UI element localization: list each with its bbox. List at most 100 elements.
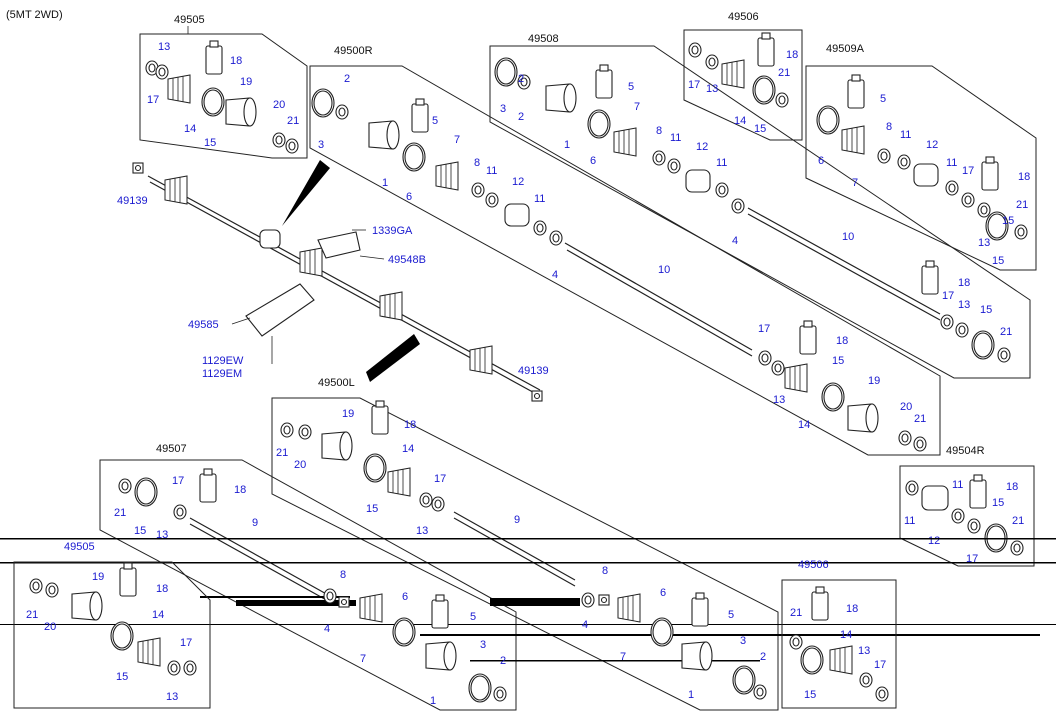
callout-12: 12 — [512, 176, 524, 188]
callout-11c: 11 — [670, 132, 681, 144]
callout-15m: 15 — [116, 671, 128, 683]
callout-15j: 15 — [992, 497, 1004, 509]
callout-4: 4 — [552, 269, 558, 281]
callout-2: 2 — [344, 73, 350, 85]
callout-9i: 9 — [252, 517, 258, 529]
callout-13f: 13 — [978, 237, 990, 249]
callout-13m: 13 — [166, 691, 178, 703]
callout-21h: 21 — [276, 447, 288, 459]
callout-1c: 1 — [564, 139, 570, 151]
callout-1339GA: 1339GA — [372, 225, 413, 237]
group-label-49507: 49507 — [156, 443, 187, 455]
callout-3n: 3 — [480, 639, 486, 651]
callout-15g: 15 — [992, 255, 1004, 267]
callout-10: 10 — [658, 264, 670, 276]
callout-2n: 2 — [500, 655, 506, 667]
callout-20b: 20 — [900, 401, 912, 413]
callout-17b: 17 — [758, 323, 770, 335]
callout-15b: 15 — [832, 355, 844, 367]
callout-12j: 12 — [928, 535, 940, 547]
callout-1: 1 — [382, 177, 388, 189]
callout-13h: 13 — [416, 525, 428, 537]
callout-6n: 6 — [402, 591, 408, 603]
callout-2c: 2 — [518, 73, 524, 85]
callout-4n: 4 — [324, 623, 330, 635]
callout-14: 14 — [184, 123, 196, 135]
callout-5c: 5 — [628, 81, 634, 93]
callout-18i: 18 — [234, 484, 246, 496]
bottom-middle-parts: 8 6 5 4 7 3 2 1 — [323, 569, 507, 707]
callout-8: 8 — [474, 157, 480, 169]
callout-7: 7 — [454, 134, 460, 146]
callout-4o: 4 — [582, 619, 588, 631]
group-49504R: 49504R 11 18 15 11 21 12 17 — [899, 445, 1035, 567]
callout-18h: 18 — [404, 419, 416, 431]
callout-2o: 2 — [760, 651, 766, 663]
callout-18f: 18 — [1018, 171, 1030, 183]
callout-21m: 21 — [26, 609, 38, 621]
callout-21j: 21 — [1012, 515, 1024, 527]
callout-1129EW: 1129EW — [202, 355, 244, 367]
callout-6o: 6 — [660, 587, 666, 599]
diagram-heading: (5MT 2WD) — [6, 9, 63, 21]
callout-17h: 17 — [434, 473, 446, 485]
callout-11k: 11 — [904, 515, 915, 527]
callout-14e: 14 — [734, 115, 746, 127]
callout-17i: 17 — [172, 475, 184, 487]
callout-13p: 13 — [858, 645, 870, 657]
callout-17e: 17 — [688, 79, 700, 91]
callout-13e: 13 — [706, 83, 718, 95]
group-49505: 49505 13 18 19 17 20 21 14 15 — [139, 14, 308, 159]
callout-21: 21 — [287, 115, 299, 127]
group-label-49500R: 49500R — [334, 45, 373, 57]
callout-11g: 11 — [946, 157, 957, 169]
callout-17: 17 — [147, 94, 159, 106]
callout-49139-a: 49139 — [117, 195, 148, 207]
callout-12c: 12 — [696, 141, 708, 153]
callout-49585: 49585 — [188, 319, 219, 331]
callout-5: 5 — [432, 115, 438, 127]
callout-21i: 21 — [114, 507, 126, 519]
callout-8c: 8 — [656, 125, 662, 137]
callout-49548B: 49548B — [388, 254, 426, 266]
callout-1o: 1 — [688, 689, 694, 701]
callout-11d: 11 — [716, 157, 727, 169]
group-label-49506-bottom: 49506 — [798, 559, 829, 571]
callout-7c: 7 — [634, 101, 640, 113]
group-49507: 49507 17 18 21 15 13 9 — [99, 443, 517, 711]
callout-20h: 20 — [294, 459, 306, 471]
callout-11: 11 — [486, 165, 497, 177]
callout-13c: 13 — [958, 299, 970, 311]
callout-21c: 21 — [1000, 326, 1012, 338]
callout-7o: 7 — [620, 651, 626, 663]
callout-3c: 3 — [500, 103, 506, 115]
callout-6c: 6 — [590, 155, 596, 167]
callout-9h: 9 — [514, 514, 520, 526]
callout-3o: 3 — [740, 635, 746, 647]
callout-7f: 7 — [852, 177, 858, 189]
callout-13: 13 — [158, 41, 170, 53]
callout-18m: 18 — [156, 583, 168, 595]
callout-14b: 14 — [798, 419, 810, 431]
group-label-49505-bottom: 49505 — [64, 541, 95, 553]
group-49500L: 49500L 19 18 14 21 20 17 15 13 9 — [271, 377, 779, 711]
callout-21p: 21 — [790, 607, 802, 619]
group-49506-bottom: 49506 21 18 14 13 17 15 — [781, 559, 897, 709]
callout-7n: 7 — [360, 653, 366, 665]
callout-18j: 18 — [1006, 481, 1018, 493]
callout-15i: 15 — [134, 525, 146, 537]
group-label-49505: 49505 — [174, 14, 205, 26]
group-49500R: 49500R 2 3 5 7 1 6 8 11 12 11 4 10 17 — [309, 45, 941, 456]
callout-18: 18 — [230, 55, 242, 67]
callout-15: 15 — [204, 137, 216, 149]
callout-19b: 19 — [868, 375, 880, 387]
group-49509A: 49509A 5 8 11 12 11 6 17 7 18 21 15 13 1… — [805, 43, 1037, 271]
group-49508: 49508 2 3 2 5 7 1 6 8 11 12 11 4 10 18 1… — [489, 33, 1031, 379]
callout-2d: 2 — [518, 111, 524, 123]
callout-21e: 21 — [778, 67, 790, 79]
callout-15f: 15 — [1002, 215, 1014, 227]
callout-5n: 5 — [470, 611, 476, 623]
callout-8n: 8 — [340, 569, 346, 581]
callout-6f: 6 — [818, 155, 824, 167]
